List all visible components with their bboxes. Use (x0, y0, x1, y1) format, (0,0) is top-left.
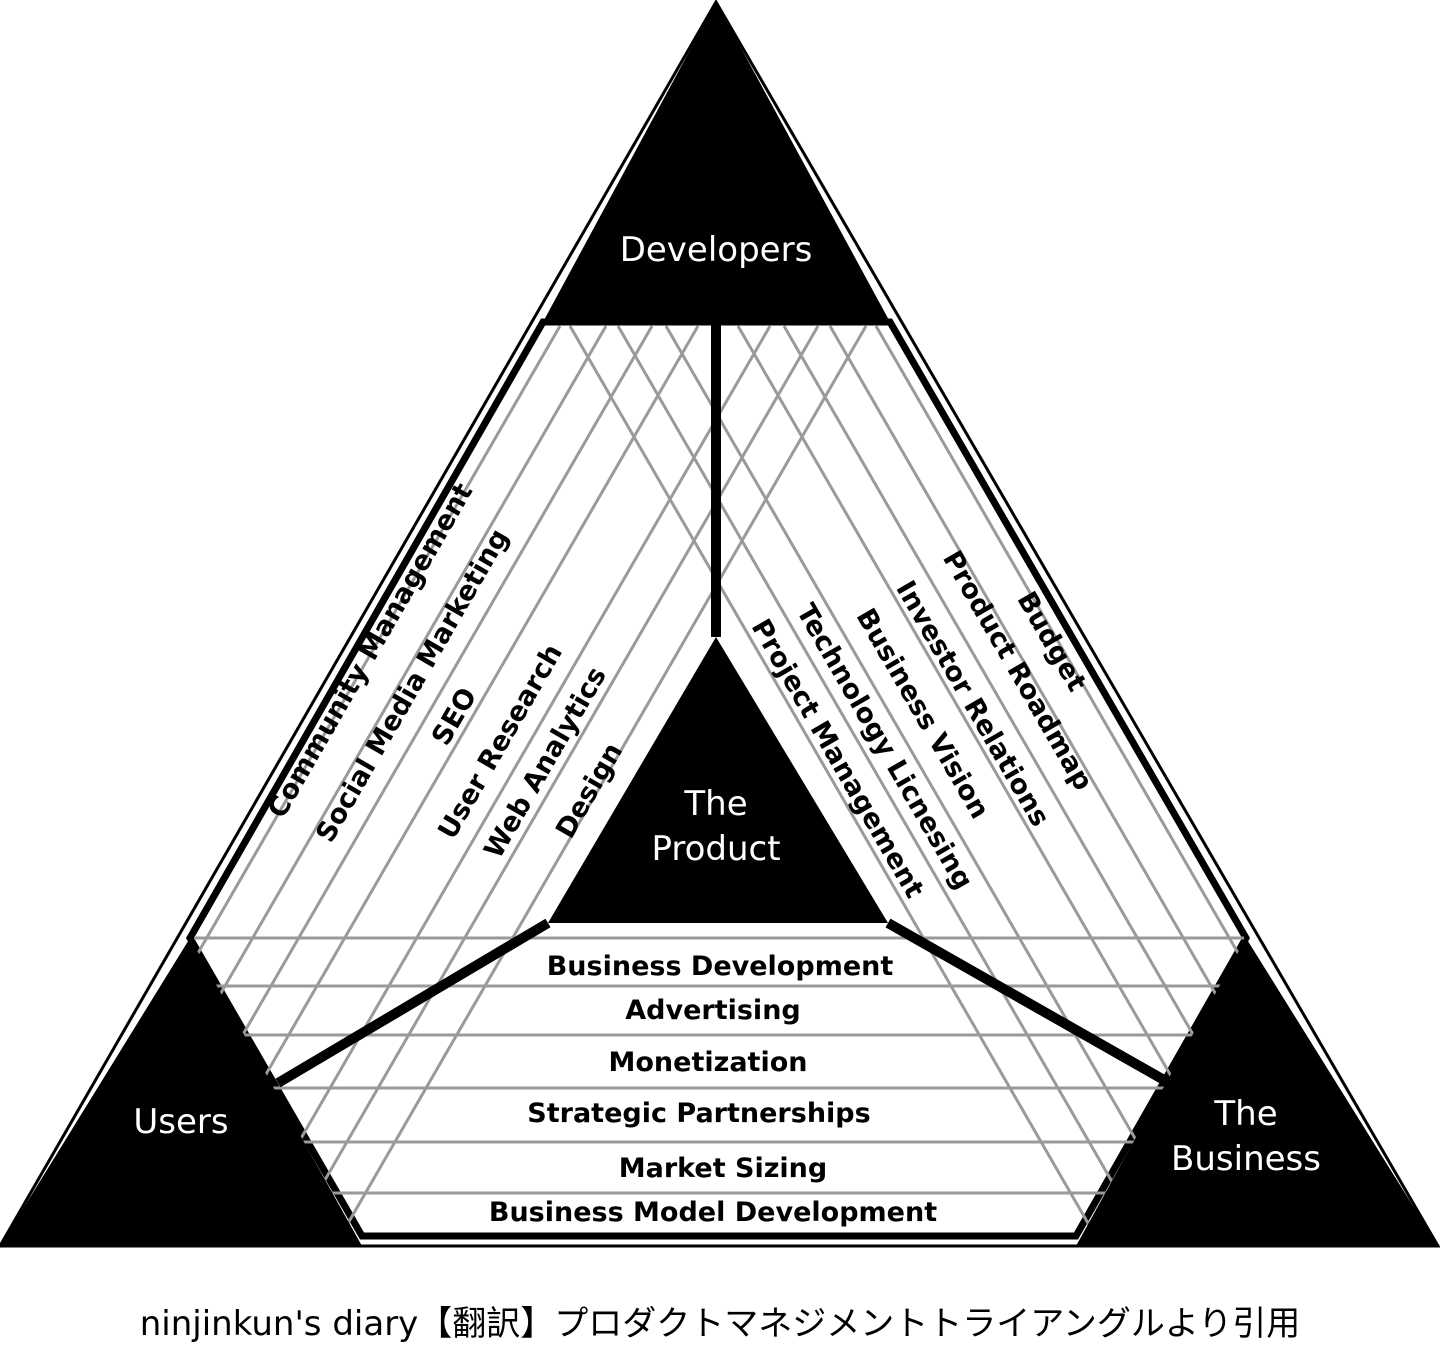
hatch-line-left-4 (245, 325, 772, 1233)
source-caption: ninjinkun's diary【翻訳】プロダクトマネジメントトライアングルよ… (139, 1304, 1301, 1344)
node-business-line1: The (1213, 1094, 1277, 1134)
area-market-sizing: Market Sizing (619, 1153, 827, 1184)
divider-business (885, 918, 1167, 1085)
node-users: Users (133, 1102, 228, 1142)
hatch-line-right-0 (568, 325, 1095, 1233)
users-corner (0, 938, 362, 1246)
node-developers: Developers (620, 230, 813, 270)
hatch-line-right-1 (616, 325, 1143, 1233)
product-management-triangle-diagram: Developers Users The Business The Produc… (0, 0, 1440, 1248)
area-monetization: Monetization (609, 1047, 808, 1078)
area-business-development: Business Development (547, 951, 894, 982)
node-business-line2: Business (1171, 1139, 1321, 1179)
hatch-line-left-5 (293, 325, 820, 1233)
node-product-line1: The (683, 784, 747, 824)
area-business-model-development: Business Model Development (489, 1197, 937, 1228)
developers-corner (543, 2, 890, 322)
divider-users (275, 918, 551, 1088)
hatch-line-left-6 (341, 325, 868, 1233)
product-triangle (548, 637, 888, 923)
area-strategic-partnerships: Strategic Partnerships (527, 1098, 870, 1129)
hatch-line-right-2 (664, 325, 1191, 1233)
area-advertising: Advertising (625, 995, 801, 1026)
node-product-line2: Product (651, 829, 780, 869)
business-corner (1076, 938, 1438, 1246)
